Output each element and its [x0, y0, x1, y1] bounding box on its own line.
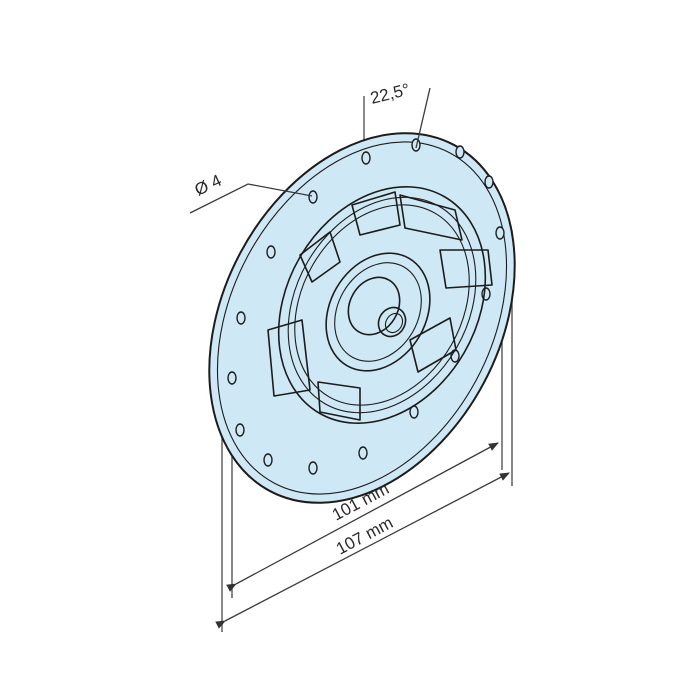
flange-disc: [208, 132, 516, 504]
hole-diameter-label: Ø 4: [192, 171, 225, 200]
angle-label: 22,5°: [368, 80, 411, 108]
hub-body: [267, 185, 493, 425]
